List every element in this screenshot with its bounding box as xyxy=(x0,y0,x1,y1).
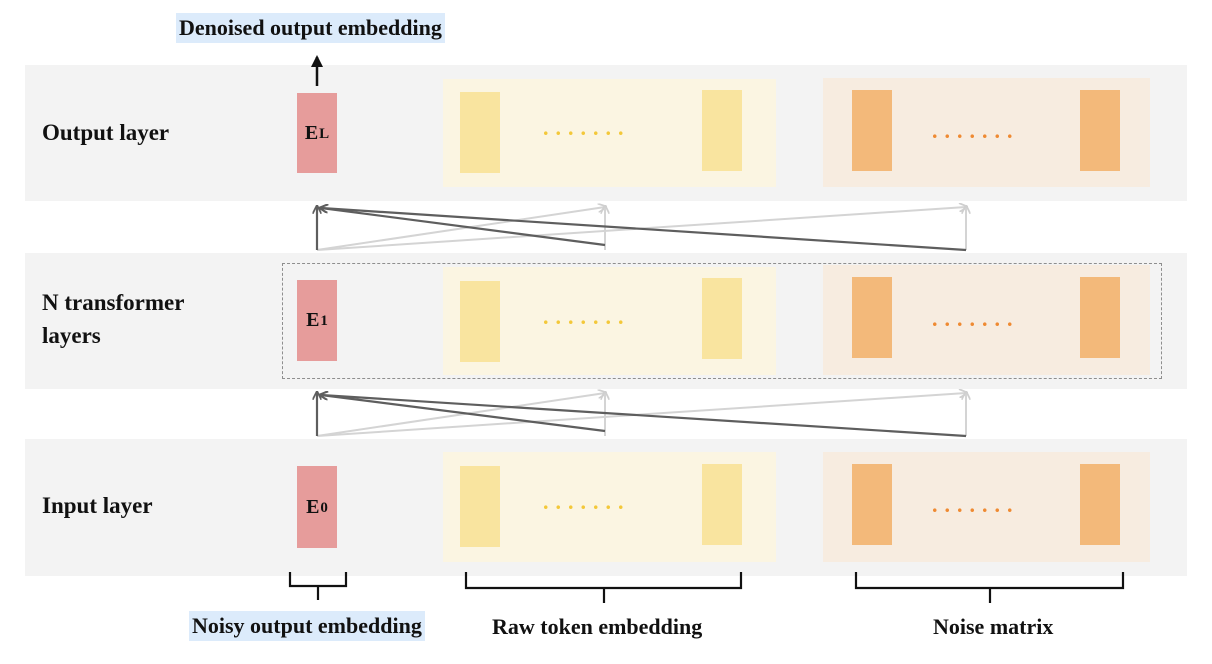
input-layer-label: Input layer xyxy=(42,493,153,518)
embedding-subscript: L xyxy=(319,125,330,142)
noise-block xyxy=(852,277,892,358)
noisy-output-label: Noisy output embedding xyxy=(189,611,425,641)
attention-arrows-lower xyxy=(317,393,966,438)
embedding-subscript: 1 xyxy=(320,313,328,329)
transformer-stack-boundary xyxy=(282,263,1162,379)
embedding-letter: E xyxy=(306,309,320,331)
denoised-output-label: Denoised output embedding xyxy=(176,13,445,43)
raw-token-block xyxy=(702,90,742,171)
raw-token-block xyxy=(460,466,500,547)
noise-matrix-brace xyxy=(854,572,1125,603)
raw-token-label: Raw token embedding xyxy=(492,614,703,639)
raw-token-block xyxy=(702,464,742,545)
embedding-letter: E xyxy=(306,495,320,518)
output-layer-label: Output layer xyxy=(42,120,170,145)
raw-token-brace xyxy=(464,572,743,603)
noisy-embedding-brace xyxy=(288,572,348,600)
embedding-letter: E xyxy=(304,121,319,144)
noise-block xyxy=(852,90,892,171)
raw-token-block xyxy=(702,278,742,359)
attention-arrows-upper xyxy=(317,207,966,252)
raw-token-block xyxy=(460,92,500,173)
noise-block xyxy=(1080,90,1120,171)
raw-token-block xyxy=(460,281,500,362)
noise-block xyxy=(1080,277,1120,358)
transformer-layers-label: N transformer layers xyxy=(42,290,185,348)
embedding-subscript: 0 xyxy=(320,499,328,516)
noise-block xyxy=(1080,464,1120,545)
noise-block xyxy=(852,464,892,545)
noise-matrix-label: Noise matrix xyxy=(933,614,1054,639)
